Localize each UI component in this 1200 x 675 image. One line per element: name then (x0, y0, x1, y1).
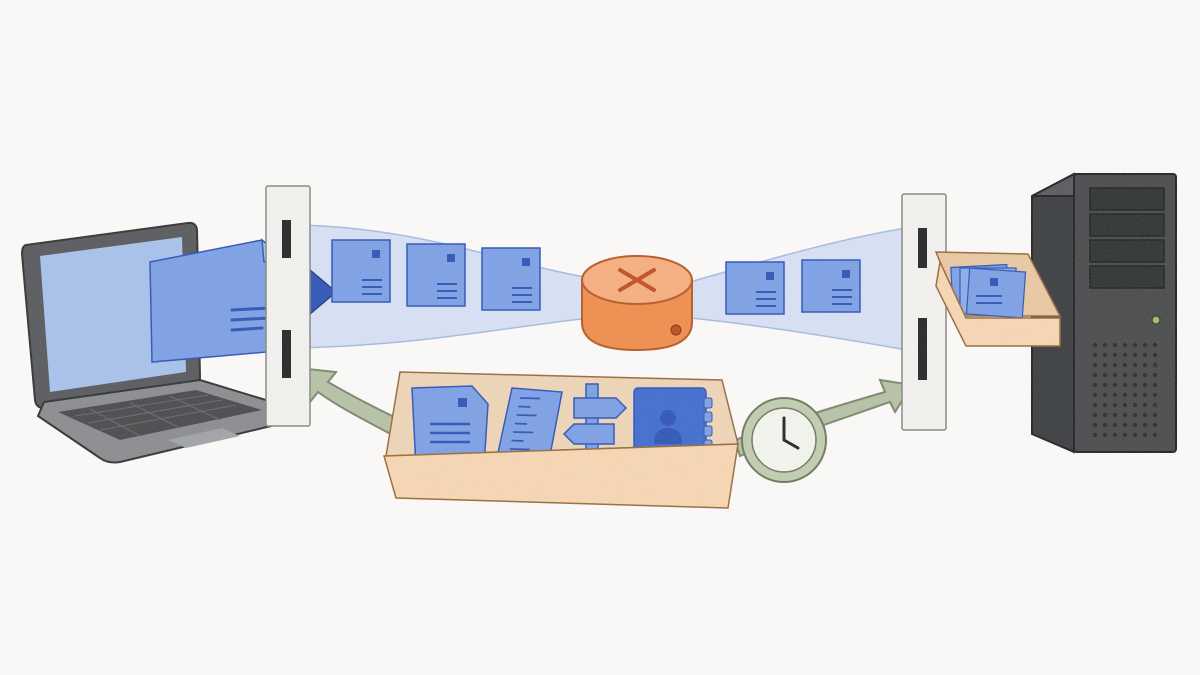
laptop-keyboard (58, 390, 262, 440)
packet-stamp (842, 270, 850, 278)
ruler-tick (509, 448, 530, 451)
power-button-icon (1151, 315, 1161, 325)
keyboard-keys (74, 394, 237, 437)
state-items (411, 383, 713, 469)
signpost-sign-left (562, 423, 615, 445)
laptop-touchpad (168, 428, 240, 448)
tray-front-group (383, 443, 739, 509)
packet-icon (406, 243, 466, 307)
router-icon (581, 255, 693, 352)
ruler-tick (518, 405, 531, 408)
person-body-icon (654, 428, 682, 444)
signpost-icon (562, 383, 628, 467)
port-slot-upper (918, 228, 927, 268)
packet-stamp (766, 272, 774, 280)
router-led (670, 324, 682, 336)
server-vent-grille (1092, 342, 1162, 438)
packet-icon (481, 247, 541, 311)
port-panel (265, 185, 311, 427)
address-book-tab (703, 411, 713, 423)
sequence-ruler-icon (495, 387, 563, 467)
address-book-tab (703, 425, 713, 437)
port-slot-lower (282, 330, 291, 378)
port-panel (901, 193, 947, 431)
arrow-to-client (296, 366, 407, 440)
person-head-icon (660, 410, 676, 426)
ruler-tick (516, 414, 537, 417)
signpost-sign-right (573, 397, 628, 419)
port-slot-lower (918, 318, 927, 380)
ruler-tick (513, 431, 534, 434)
laptop-screen (40, 237, 186, 392)
stacked-packets (950, 263, 1027, 319)
router-cross-arrows-icon (618, 268, 656, 292)
packet-stamp (447, 254, 455, 262)
ruler-tick (519, 397, 541, 400)
packet-body (481, 247, 541, 311)
ruler-tick (511, 439, 524, 442)
tray-front (383, 443, 739, 509)
client-port (265, 185, 311, 427)
receive-buffer (934, 251, 1062, 347)
server-tower-icon (1031, 172, 1177, 454)
packet-icon (725, 261, 785, 315)
drawer-front (935, 259, 1061, 347)
clock-icon (741, 397, 827, 483)
document-stamp (458, 398, 467, 407)
packet-stamp (522, 258, 530, 266)
packet-body (331, 239, 391, 303)
server-port (901, 193, 947, 431)
drive-bays (1089, 187, 1165, 289)
ruler-tick (514, 422, 527, 425)
packet-body (406, 243, 466, 307)
clock-minute-hand (782, 438, 800, 450)
packet-icon (331, 239, 391, 303)
packet-stamp (372, 250, 380, 258)
address-book-tab (703, 397, 713, 409)
packet-stream (331, 239, 861, 315)
envelope-lines (230, 306, 272, 332)
packet-icon (801, 259, 861, 313)
port-slot-upper (282, 220, 291, 258)
